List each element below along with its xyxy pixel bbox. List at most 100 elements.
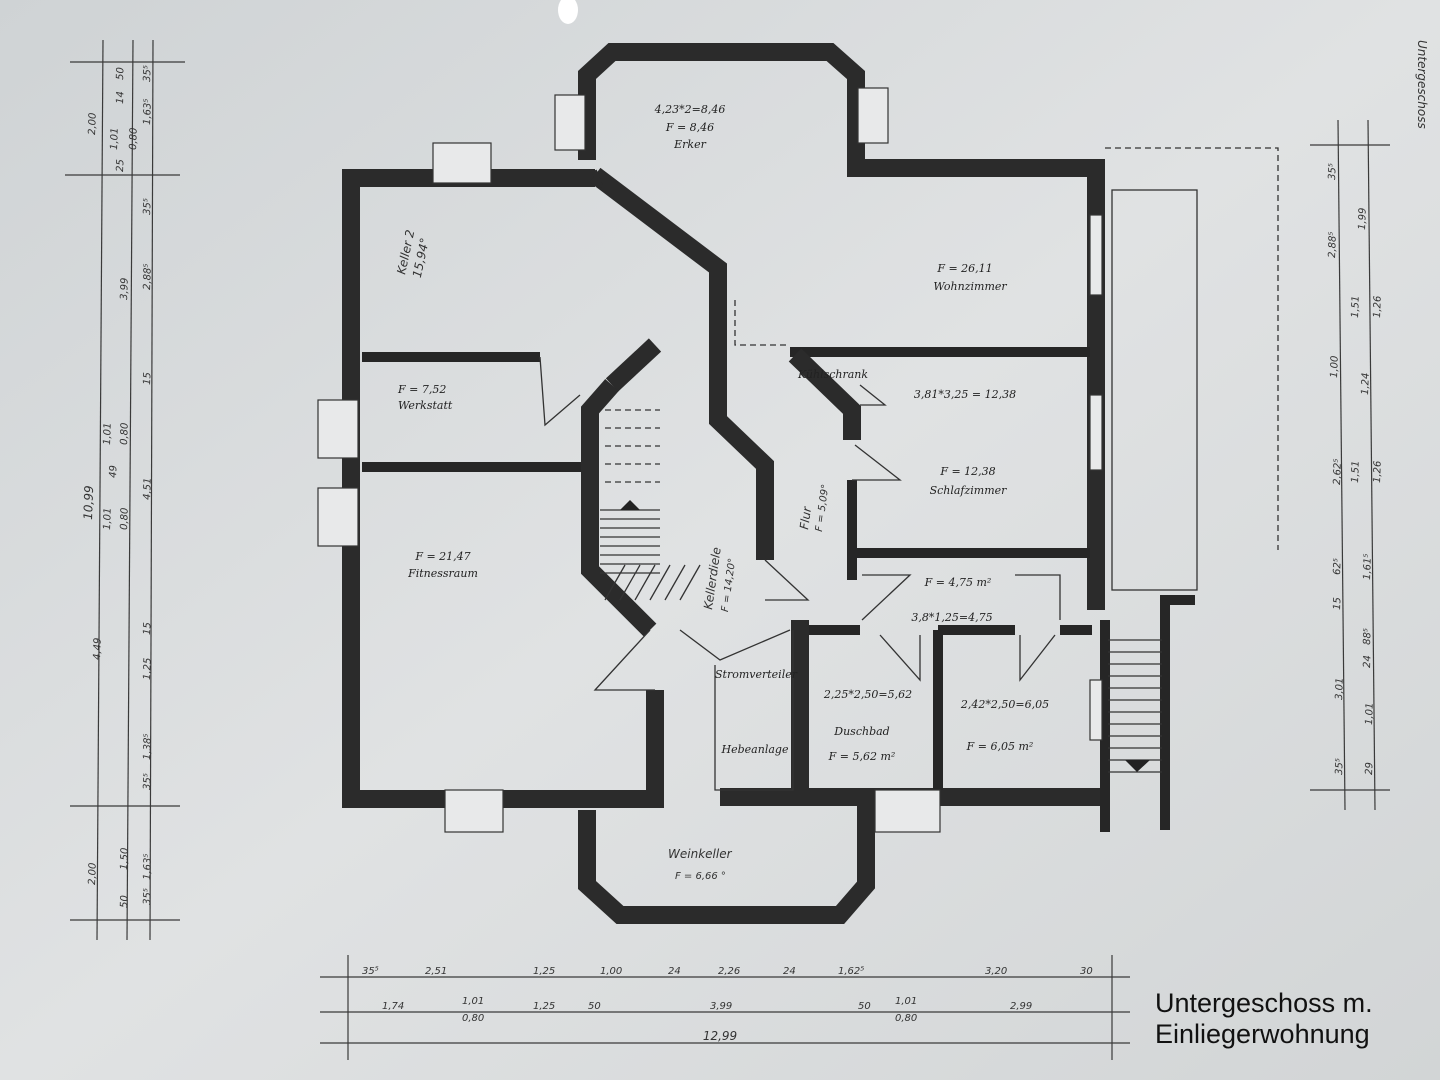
dimension-label: 29 [1364,762,1375,775]
dimension-labels: 35⁵ 2,51 1,25 1,00 24 2,26 24 1,62⁵ 3,20 30 1,74 1,… [87,65,1384,1024]
dimension-label: 15 [142,622,153,635]
dimension-label: 3,20 [985,966,1007,977]
dimension-label: 1,01 [462,996,484,1007]
dimension-label: 1,50 [119,847,131,870]
dimension-label: 1,51 [1350,295,1362,318]
schlafzimmer-name: Schlafzimmer [930,484,1008,497]
dimension-label: 35⁵ [142,65,154,82]
dimension-label: 3,99 [119,277,131,300]
erker-name: Erker [673,138,706,151]
left-total-dimension: 10,99 [81,485,96,520]
dimension-label: 62⁵ [1332,558,1344,575]
wohnzimmer-name: Wohnzimmer [933,280,1007,293]
dimension-label: 0,80 [462,1013,484,1024]
weinkeller-area: F = 6,66 ° [675,871,726,882]
dimension-label: 2,62⁵ [1332,458,1344,485]
fitnessraum-name: Fitnessraum [407,567,478,580]
hebeanlage-name: Hebeanlage [721,743,789,756]
dimension-label: 1,24 [1360,372,1372,395]
caption-line1: Untergeschoss m. [1155,988,1373,1018]
dimension-label: 4,49 [92,637,104,660]
dimension-label: 2,26 [718,966,740,977]
dimension-label: 24 [783,966,796,977]
dimension-label: 24 [668,966,681,977]
dimension-label: 88⁵ [1362,628,1374,645]
dimension-label: 1,25 [142,657,154,680]
stair-tread [604,564,626,601]
stair-tread [649,564,671,601]
dimension-label: 2,99 [1010,1001,1032,1012]
erker-calc: 4,23*2=8,46 [654,103,726,116]
stair-direction-arrow [620,500,640,510]
schrank-label: Kühlschrank [797,368,868,381]
dimension-label: 1,01 [102,507,114,530]
dimension-label: 1,00 [1329,355,1341,378]
staircase [600,409,1162,773]
dimension-label: 0,80 [895,1013,917,1024]
weinkeller-name: Weinkeller [668,847,733,861]
dimension-label: 50 [115,67,126,80]
dimension-label: 15 [142,372,153,385]
dimension-label: 2,88⁵ [142,263,154,290]
door-swings [539,147,1279,791]
dimension-label: 35⁵ [1327,163,1339,180]
stair-direction-arrow-right [1125,760,1150,772]
dimension-label: 1,38⁵ [142,733,154,760]
dimension-label: 2,00 [87,862,99,885]
punch-hole [558,0,578,24]
flur2-area: F = 4,75 m² [924,576,992,589]
dimension-label: 1,25 [533,1001,555,1012]
dimension-label: 2,51 [425,966,447,977]
bottom-total-dimension: 12,99 [703,1029,737,1043]
erker-area: F = 8,46 [665,121,714,134]
dimension-label: 0,80 [119,422,131,445]
dimension-label: 2,00 [87,112,99,135]
stair-tread [619,564,641,601]
dimension-label: 15 [1332,597,1343,610]
duschbad-calc: 2,25*2,50=5,62 [823,688,912,701]
dimension-label: 1,26 [1372,460,1384,483]
dimension-label: 35⁵ [142,773,154,790]
dimension-label: 1,51 [1350,460,1362,483]
windows [317,87,1103,833]
dimension-label: 1,63⁵ [142,853,154,880]
dimension-label: 3,01 [1334,677,1346,700]
dimension-label: 49 [108,465,119,478]
dimension-label: 0,80 [128,127,140,150]
room605-calc: 2,42*2,50=6,05 [960,698,1049,711]
dimension-label: 1,26 [1372,295,1384,318]
dimension-label: 3,99 [710,1001,732,1012]
dimension-lines [65,39,1390,1060]
stair-tread [679,564,701,601]
dimension-label: 35⁵ [142,888,154,905]
dimension-label: 1,99 [1357,207,1369,230]
dimension-label: 25 [115,159,126,172]
werkstatt-area: F = 7,52 [397,383,446,396]
dimension-label: 35⁵ [362,966,379,977]
wohnzimmer-area: F = 26,11 [936,262,992,275]
flur-name: Flur [797,505,814,531]
werkstatt-name: Werkstatt [398,399,453,412]
dimension-label: 50 [119,895,130,908]
dimension-label: 35⁵ [1334,758,1346,775]
dimension-label: 1,74 [382,1001,404,1012]
fitnessraum-area: F = 21,47 [414,550,470,563]
dimension-label: 1,01 [102,422,114,445]
margin-note: Untergeschoss [1415,40,1429,129]
dimension-label: 35⁵ [142,198,154,215]
dimension-label: 1,01 [895,996,917,1007]
duschbad-area: F = 5,62 m² [828,750,896,763]
room605-area: F = 6,05 m² [966,740,1034,753]
dimension-label: 50 [588,1001,601,1012]
dimension-label: 1,61⁵ [1362,553,1374,580]
dimension-label: 30 [1080,966,1093,977]
dimension-label: 1,00 [600,966,622,977]
dimension-label: 1,01 [109,127,121,150]
dimension-label: 1,62⁵ [838,966,864,977]
dimension-label: 1,01 [1364,702,1376,725]
duschbad-name: Duschbad [833,725,889,738]
flur2-calc: 3,8*1,25=4,75 [911,611,992,624]
dimension-label: 1,25 [533,966,555,977]
